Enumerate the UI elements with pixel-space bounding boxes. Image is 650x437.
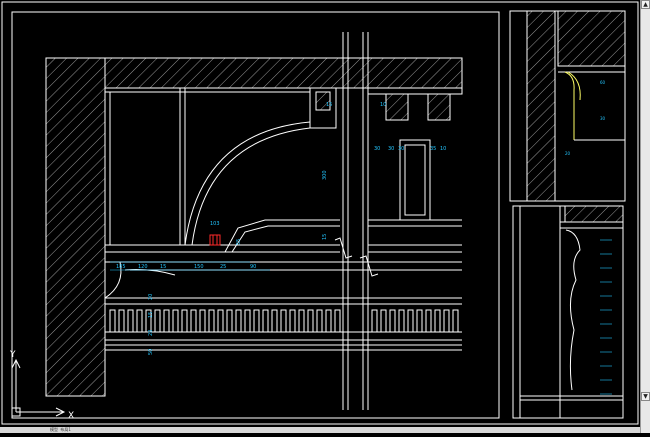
- dim-label-d: 25: [220, 264, 226, 270]
- cornice-profile-top: [564, 71, 575, 140]
- dim-label-vert-1: 55: [236, 239, 242, 245]
- dim-label-right-2: 10: [440, 146, 446, 152]
- dim-label-top-beam: 15: [326, 102, 332, 108]
- dentil-block: [235, 309, 242, 333]
- cad-drawing-canvas[interactable]: 185 15 150 25 90 120 103 300 15 15 10 30…: [0, 0, 640, 433]
- vertical-scrollbar[interactable]: ▲ ▼: [640, 0, 650, 433]
- dentil-block: [109, 309, 116, 333]
- dentil-block: [416, 309, 423, 333]
- dentil-band: [105, 309, 462, 351]
- status-bar: 模型 布局1: [0, 427, 640, 433]
- dim-label-top-cap: 10: [380, 102, 386, 108]
- dentil-block: [371, 309, 378, 333]
- dentil-block: [154, 309, 161, 333]
- dentil-block: [298, 309, 305, 333]
- dim-label-mid-a: 30: [388, 146, 394, 152]
- dentil-block: [325, 309, 332, 333]
- dentil-block: [136, 309, 143, 333]
- dentil-block: [262, 309, 269, 333]
- dimension-labels: 185 15 150 25 90 120 103 300 15 15 10 30…: [110, 102, 446, 355]
- dentil-block: [199, 309, 206, 333]
- dentil-block: [208, 309, 215, 333]
- red-marker: [209, 234, 221, 246]
- ucs-icon: [11, 358, 66, 417]
- dentil-block: [398, 309, 405, 333]
- dim-label-c: 150: [194, 264, 204, 270]
- dentil-block: [280, 309, 287, 333]
- dentil-block: [334, 309, 341, 333]
- ucs-y-label: Y: [9, 350, 16, 360]
- dim-label-left-small: 120: [138, 264, 148, 270]
- dim-label-e: 90: [250, 264, 256, 270]
- dim-label-arch-note: 103: [210, 221, 220, 227]
- dentil-block: [443, 309, 450, 333]
- dim-label-b: 15: [160, 264, 166, 270]
- dentil-block: [407, 309, 414, 333]
- cornice-profile-bottom: [565, 229, 581, 391]
- dentil-block: [452, 309, 459, 333]
- outer-frame: [1, 1, 639, 425]
- dentil-block: [389, 309, 396, 333]
- dentil-block: [127, 309, 134, 333]
- main-frame: [11, 11, 500, 419]
- dentil-block: [244, 309, 251, 333]
- detail-top-dim-3: 20: [565, 151, 571, 156]
- arch-curve: [184, 121, 311, 246]
- dim-label-mid-b: 30: [398, 146, 404, 152]
- dentil-block: [226, 309, 233, 333]
- dim-label-a: 185: [116, 264, 126, 270]
- dim-label-right-1: 30: [374, 146, 380, 152]
- detail-top-dim-1: 60: [600, 80, 606, 85]
- dim-label-vertical-main: 300: [322, 170, 328, 180]
- main-elevation: [45, 32, 463, 410]
- cad-drawing: 185 15 150 25 90 120 103 300 15 15 10 30…: [1, 1, 639, 425]
- dentil-block: [190, 309, 197, 333]
- dentil-block: [307, 309, 314, 333]
- dentil-block: [380, 309, 387, 333]
- detail-frame-bottom: [512, 205, 624, 419]
- scroll-down-arrow[interactable]: ▼: [641, 392, 650, 401]
- dim-label-side-a: 20: [148, 294, 154, 300]
- dentil-block: [253, 309, 260, 333]
- ucs-x-label: X: [68, 411, 74, 421]
- dim-label-side-c: 20: [148, 330, 154, 336]
- dentil-block: [425, 309, 432, 333]
- hatched-ceiling: [104, 57, 463, 89]
- dim-label-mid-c: 35: [430, 146, 436, 152]
- status-text: 模型 布局1: [50, 427, 71, 432]
- dentil-block: [434, 309, 441, 333]
- dentil-block: [271, 309, 278, 333]
- dim-label-side-d: 50: [148, 349, 154, 355]
- dentil-block: [289, 309, 296, 333]
- detail-section-top: 60 30 20: [526, 10, 626, 202]
- hatched-wall: [45, 57, 106, 397]
- dim-label-vertical-right: 15: [322, 234, 328, 240]
- dentil-block: [181, 309, 188, 333]
- dentil-block: [118, 309, 125, 333]
- dim-label-side-b: 15: [148, 312, 154, 318]
- dentil-block: [163, 309, 170, 333]
- dentil-block: [217, 309, 224, 333]
- dentil-block: [316, 309, 323, 333]
- detail-section-bottom: [519, 205, 624, 419]
- dentil-block: [145, 309, 152, 333]
- detail-top-dim-2: 30: [600, 116, 606, 121]
- scroll-up-arrow[interactable]: ▲: [641, 0, 650, 9]
- dentil-block: [172, 309, 179, 333]
